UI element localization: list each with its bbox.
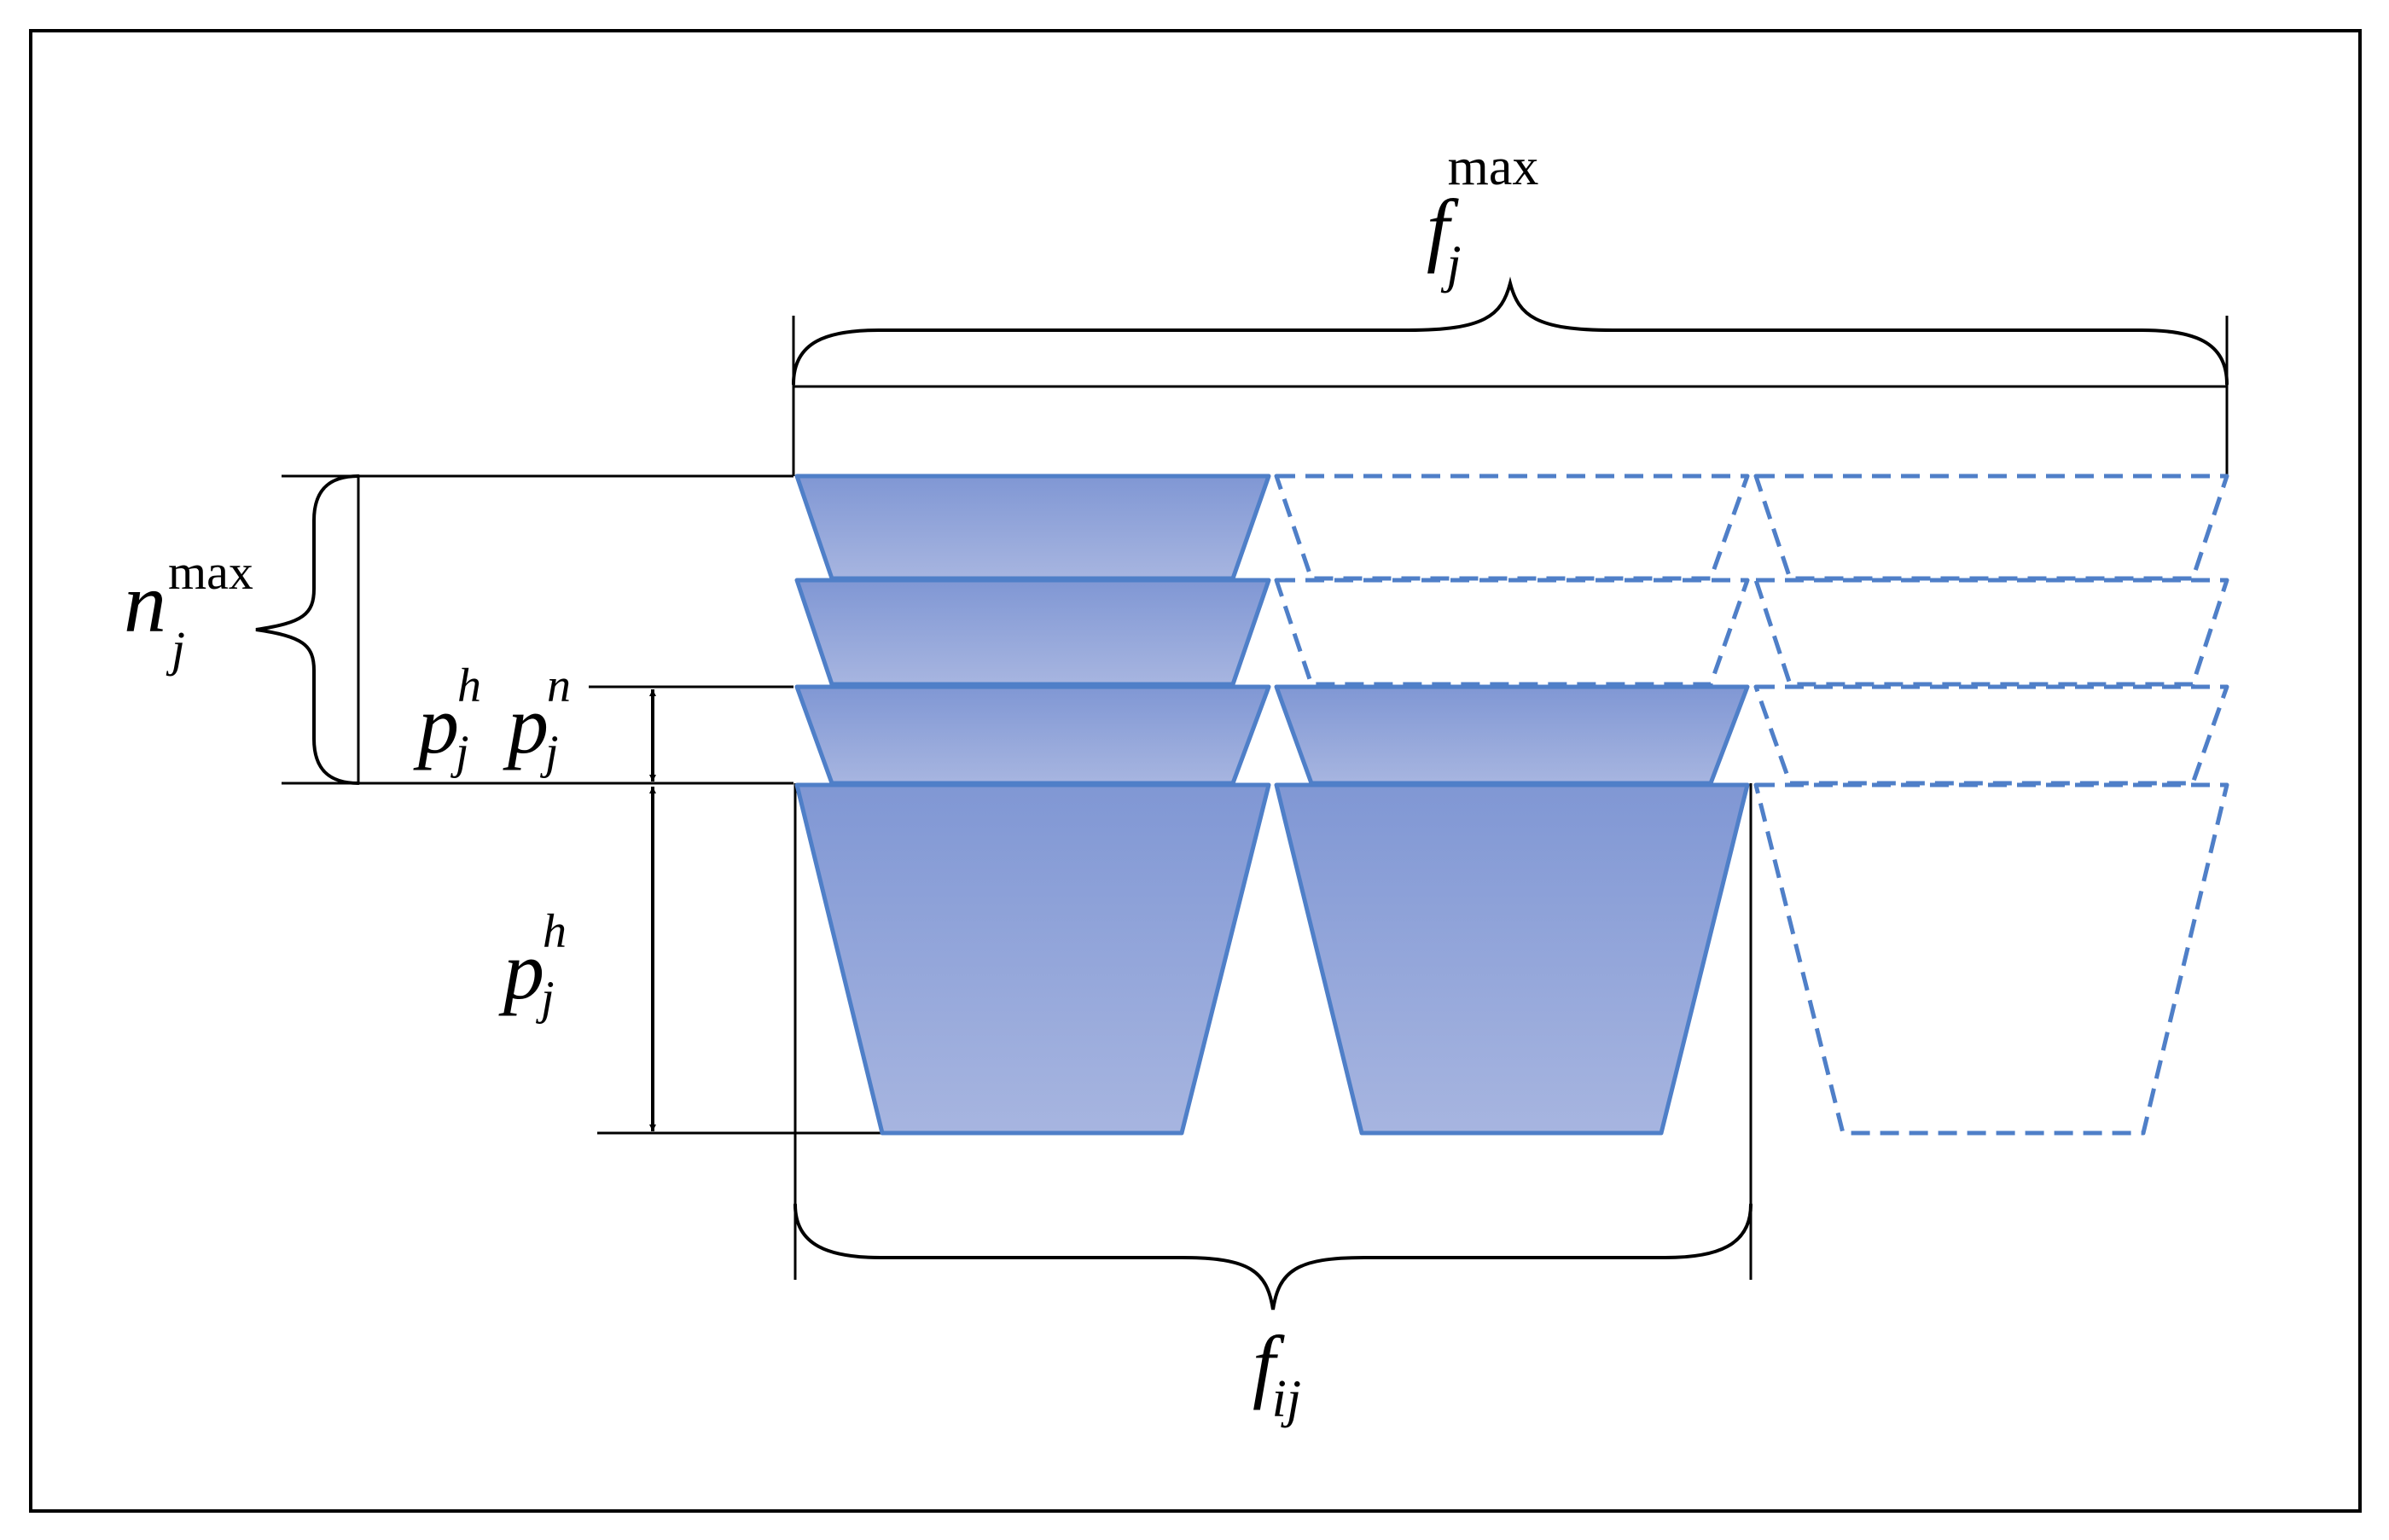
nmax-brace (255, 474, 360, 785)
fmax-brace (792, 276, 2229, 386)
dashed-container-col3-third (1753, 684, 2229, 786)
filled-container-col2-third (1274, 684, 1750, 786)
f-ij-label: fij (1253, 1319, 1301, 1428)
filled-container-col2-large (1274, 782, 1750, 1136)
filled-container-col1-third (794, 684, 1271, 786)
filled-container-col1-large (794, 782, 1271, 1136)
dashed-container-col3-top (1753, 474, 2229, 581)
braces (255, 276, 2229, 1310)
dashed-container-col3-large (1753, 782, 2229, 1136)
filled-container-col1-second (794, 578, 1271, 687)
dashed-container-col3-second (1753, 578, 2229, 687)
dashed-container-col2-second (1274, 578, 1750, 687)
dashed-containers (1274, 474, 2229, 1136)
solid-containers (794, 474, 1750, 1136)
filled-container-col1-top (794, 474, 1271, 581)
figure-frame (29, 29, 2362, 1513)
dashed-container-col2-top (1274, 474, 1750, 581)
reference-lines (282, 316, 2229, 1280)
fij-brace (793, 1203, 1753, 1310)
